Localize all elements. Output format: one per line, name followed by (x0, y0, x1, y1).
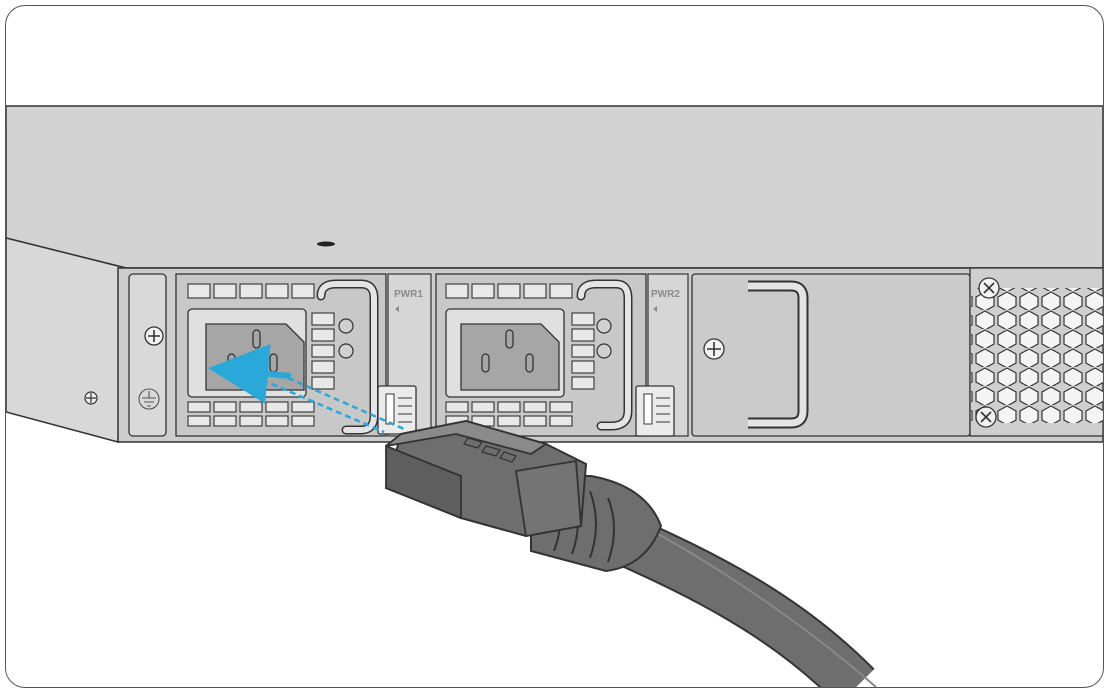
psu-2-label: PWR2 (651, 289, 680, 300)
insert-arrow-icon (208, 343, 405, 434)
psu-handle[interactable] (316, 279, 379, 435)
fan-module (969, 267, 1103, 437)
psu-release-latch[interactable] (377, 385, 417, 435)
vent-row-bottom (445, 401, 573, 427)
ground-panel (128, 273, 167, 437)
screw-icon (84, 391, 98, 405)
illustration-frame: PWR1 (5, 5, 1104, 688)
blank-filler-module (691, 273, 971, 437)
psu-release-latch[interactable] (635, 385, 675, 437)
screw-icon (144, 326, 164, 346)
psu-1 (175, 273, 387, 437)
chassis-left-face (6, 237, 127, 443)
power-inlet[interactable] (445, 308, 565, 398)
power-inlet[interactable] (187, 308, 307, 398)
fan-grille-icon (971, 288, 1103, 423)
psu-handle[interactable] (576, 279, 633, 431)
power-plug[interactable] (384, 419, 588, 538)
psu-1-label: PWR1 (394, 289, 423, 300)
vent-column (571, 312, 595, 390)
status-led (338, 318, 354, 359)
screw-icon (703, 338, 725, 360)
psu-1-label-strip: PWR1 (377, 273, 432, 437)
chassis-top (6, 105, 1103, 269)
screw-icon (978, 277, 1000, 299)
vent-row-top (445, 283, 573, 299)
vent-row-bottom (187, 401, 315, 427)
status-led (596, 318, 612, 359)
psu-2 (435, 273, 647, 437)
psu-connection-diagram: PWR1 (6, 105, 1103, 687)
power-cord-icon (384, 419, 877, 687)
vent-column (311, 312, 335, 390)
ground-icon (138, 388, 160, 410)
psu-2-label-strip: PWR2 (635, 273, 689, 437)
screw-icon (975, 406, 997, 428)
vent-row-top (187, 283, 315, 299)
filler-handle[interactable] (748, 280, 809, 429)
